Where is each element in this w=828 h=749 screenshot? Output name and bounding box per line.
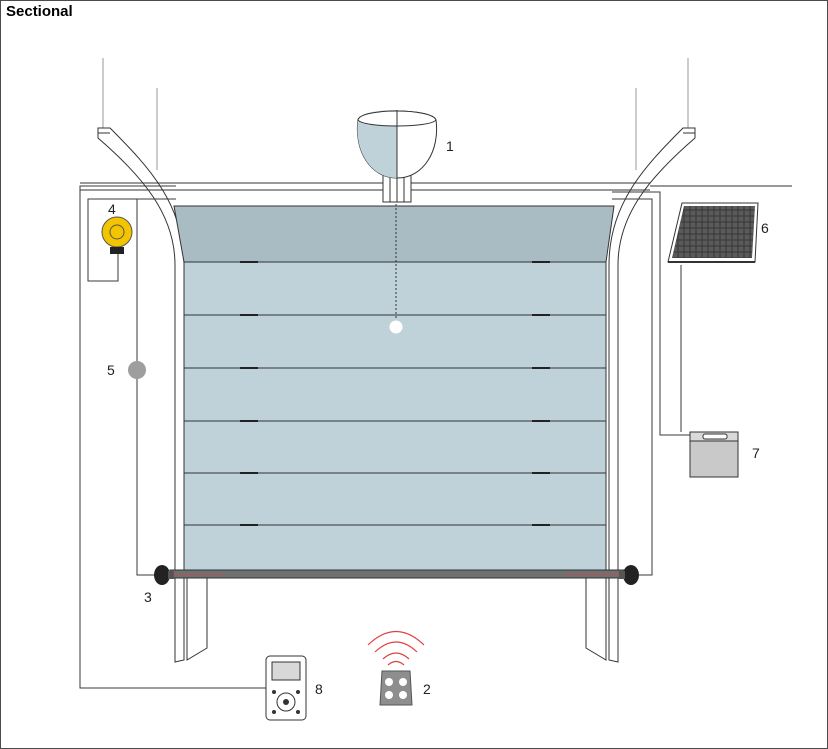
solar-panel-icon xyxy=(667,202,759,263)
door-top-panel xyxy=(173,205,615,263)
wall-keypad-icon xyxy=(265,655,307,721)
door-panels xyxy=(183,261,607,571)
photocell-sensor-icon xyxy=(128,361,146,379)
wiring xyxy=(79,185,690,689)
control-unit-icon xyxy=(689,431,739,478)
diagram-title: Sectional xyxy=(6,3,73,20)
remote-transmitter-icon xyxy=(367,631,425,706)
callout-3: 3 xyxy=(144,589,152,605)
callout-4: 4 xyxy=(108,201,116,217)
top-rails xyxy=(80,182,650,191)
right-guide-rail xyxy=(608,127,696,663)
callout-8: 8 xyxy=(315,681,323,697)
gear-motor-icon xyxy=(356,110,438,335)
photocell-right-icon xyxy=(619,565,639,585)
door-bottom-bar xyxy=(169,569,625,579)
frame-legs xyxy=(186,577,607,661)
photocell-left-icon xyxy=(154,565,174,585)
callout-2: 2 xyxy=(423,681,431,697)
callout-1: 1 xyxy=(446,138,454,154)
flashing-light-icon xyxy=(101,216,133,254)
callout-5: 5 xyxy=(107,362,115,378)
sectional-door xyxy=(169,205,625,579)
left-guide-rail xyxy=(97,127,185,663)
callout-7: 7 xyxy=(752,445,760,461)
callout-6: 6 xyxy=(761,220,769,236)
ceiling-hangers xyxy=(102,58,689,170)
